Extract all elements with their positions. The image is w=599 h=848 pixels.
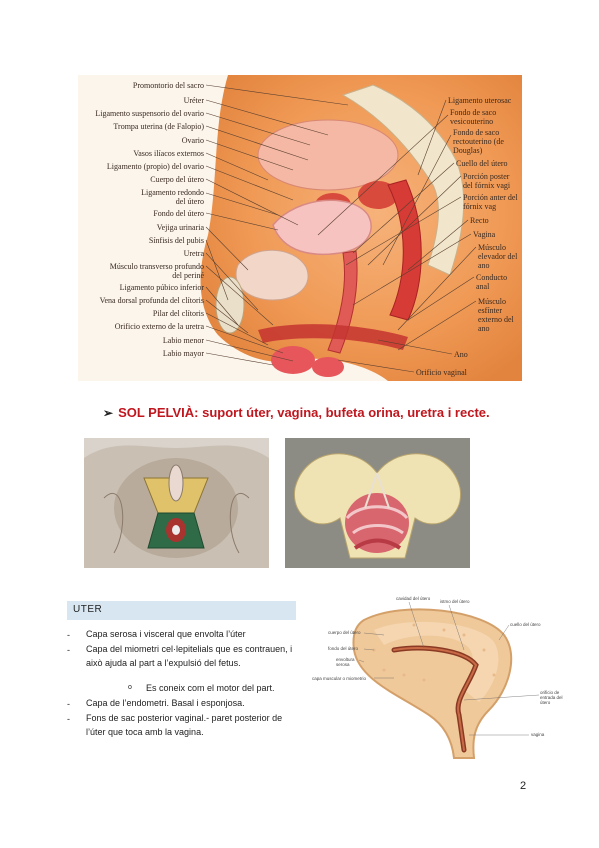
leader-lines-left [205,84,349,366]
label-ligamento-uterosac: Ligamento uterosac [448,96,512,105]
label-fondo-utero: Fondo del útero [153,209,204,218]
label-promontorio: Promontorio del sacro [132,81,204,90]
label-porcion-anterior: Porción anter del fórnix vag [463,193,518,211]
bullet-dash: - [67,645,70,655]
uter-bullet-1: Capa serosa i visceral que envolta l’úte… [86,629,246,639]
label-labio-mayor: Labio mayor [162,349,204,358]
label-vagina: Vagina [473,230,496,239]
label-cuello-utero: Cuello del útero [456,159,508,168]
label-cavidad-utero: cavidad del útero [396,596,431,601]
label-trompa: Trompa uterina (de Falopio) [113,122,204,131]
label-ovario: Ovario [181,136,204,145]
label-musculo-elevador: Músculo elevador del ano [478,243,518,270]
uter-bullet-2: Capa del miometri cel·lepitelials que es… [86,644,293,668]
label-cuerpo-utero-small: cuerpo del útero [328,630,361,635]
heading-text: SOL PELVIÀ: suport úter, vagina, bufeta … [118,405,490,420]
label-ureter: Uréter [183,96,204,105]
label-labio-menor: Labio menor [162,336,204,345]
label-ligamento-redondo: Ligamento redondo del útero [141,188,204,206]
uter-sub-bullet: Es coneix com el motor del part. [146,683,275,693]
label-musculo-transverso: Músculo transverso profundo del periné [109,262,204,280]
bullet-dash: - [67,714,70,724]
label-uretra: Uretra [183,249,204,258]
arrow-bullet-icon: ➢ [103,406,114,420]
label-fondo-douglas: Fondo de saco rectouterino (de Douglas) [453,128,504,155]
label-envoltura-serosa: envoltura serosa [336,657,355,667]
label-ligamento-ovario: Ligamento (propio) del ovario [106,162,204,171]
bullet-dash: - [67,699,70,709]
label-vasos-iliacos: Vasos ilíacos externos [133,149,204,158]
label-vagina-small: vagina [531,732,545,737]
label-orificio-vaginal: Orificio vaginal [416,368,467,377]
label-ligamento-suspensorio: Ligamento suspensorio del ovario [95,109,204,118]
uterus-illustration [352,601,540,759]
label-ano: Ano [454,350,468,359]
label-fondo-vesicouterino: Fondo de saco vesicouterino [450,108,497,126]
pelvis-illustration [200,75,522,381]
label-cuello-utero-small: cuello del útero [510,622,541,627]
label-ligamento-pubico: Ligamento púbico inferior [119,283,204,292]
page-number: 2 [520,780,527,792]
uterus-section-figure: cavidad del útero istmo del útero cuello… [304,590,574,760]
label-recto: Recto [470,216,489,225]
label-pilar-clitoris: Pilar del clítoris [152,309,204,318]
label-vejiga: Vejiga urinaria [156,223,204,232]
label-fondo-utero-small: fondo del útero [328,646,359,651]
label-porcion-posterior: Porción poster del fórnix vagi [463,172,511,190]
uter-bullet-4: Fons de sac posterior vaginal.- paret po… [86,713,283,737]
leader-lines-right [317,99,477,373]
sub-bullet-circle-icon: o [128,684,132,691]
section-heading-sol-pelvia: ➢ SOL PELVIÀ: suport úter, vagina, bufeta… [103,405,490,420]
label-cuerpo-utero: Cuerpo del útero [150,175,204,184]
pelvic-floor-illustration [285,438,470,568]
label-orificio-uretra: Orificio externo de la uretra [114,322,204,331]
label-vena-dorsal: Vena dorsal profunda del clítoris [99,296,204,305]
label-esfinter: Músculo esfínter externo del ano [478,297,514,333]
label-orificio-entrada: orificio de entrada del útero [540,690,563,705]
label-istmo-utero: istmo del útero [440,599,470,604]
pelvis-sagittal-figure: Promontorio del sacro Uréter Ligamento s… [78,75,522,381]
label-conducto-anal: Conducto anal [476,273,508,291]
label-sinfisis: Sínfisis del pubis [148,236,204,245]
label-capa-muscular: capa muscular o miometrio [312,676,367,681]
perineum-illustration [84,438,269,568]
uter-title: UTER [73,604,103,615]
bullet-dash: - [67,630,70,640]
uter-bullet-3: Capa de l’endometri. Basal i esponjosa. [86,698,245,708]
uter-section-header [67,601,296,620]
